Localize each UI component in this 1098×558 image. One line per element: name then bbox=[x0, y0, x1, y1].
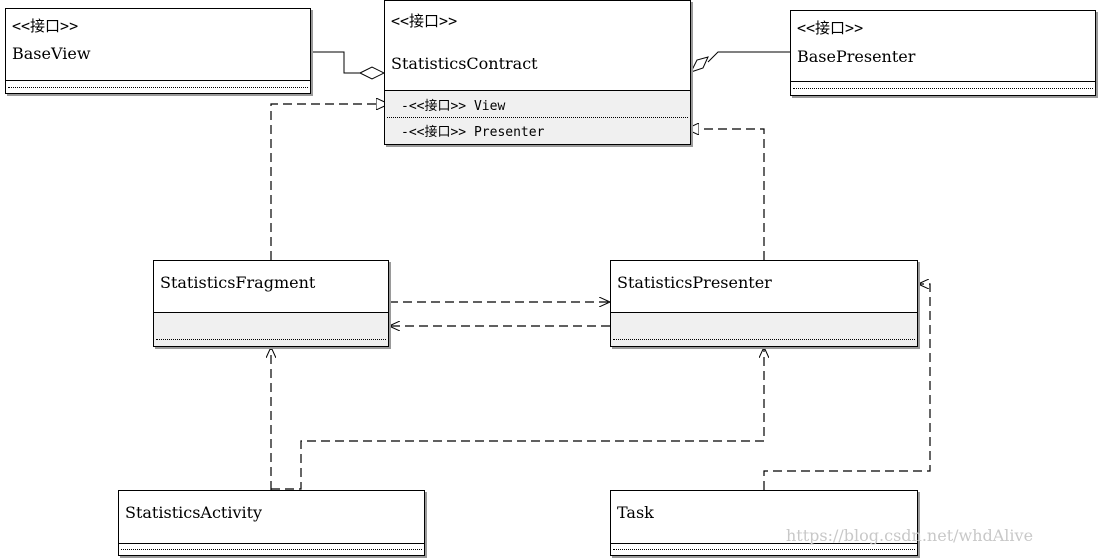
class-statistics-contract[interactable]: <<接口>> StatisticsContract -<<接口>> View -… bbox=[384, 0, 691, 145]
stereotype-label: <<接口>> bbox=[12, 17, 79, 35]
class-name: StatisticsFragment bbox=[160, 273, 316, 292]
members-compartment bbox=[611, 313, 917, 346]
aggregation-basepresenter-contract bbox=[690, 51, 790, 73]
class-statistics-activity[interactable]: StatisticsActivity bbox=[118, 490, 425, 556]
class-name: BasePresenter bbox=[797, 47, 916, 66]
class-name: StatisticsActivity bbox=[125, 503, 263, 522]
member-presenter: -<<接口>> Presenter bbox=[401, 125, 545, 140]
stereotype-label: <<接口>> bbox=[797, 19, 864, 37]
class-name: StatisticsContract bbox=[391, 54, 538, 73]
divider bbox=[611, 312, 917, 313]
class-statistics-fragment[interactable]: StatisticsFragment bbox=[153, 260, 389, 347]
divider bbox=[611, 543, 917, 544]
realization-presenter-to-presenter bbox=[686, 129, 765, 260]
member-view: -<<接口>> View bbox=[401, 99, 506, 114]
divider-dotted bbox=[8, 87, 308, 88]
divider bbox=[6, 80, 310, 81]
divider bbox=[791, 81, 1095, 82]
class-baseview[interactable]: <<接口>> BaseView bbox=[5, 8, 311, 94]
divider-dotted bbox=[121, 549, 422, 550]
class-statistics-presenter[interactable]: StatisticsPresenter bbox=[610, 260, 918, 347]
class-name: Task bbox=[617, 503, 654, 522]
divider-dotted bbox=[613, 549, 915, 550]
watermark: https://blog.csdn.net/whdAlive bbox=[786, 526, 1034, 545]
divider-dotted bbox=[613, 339, 915, 340]
members-compartment: -<<接口>> View -<<接口>> Presenter bbox=[385, 91, 690, 144]
divider bbox=[119, 543, 424, 544]
divider bbox=[154, 312, 388, 313]
class-task[interactable]: Task bbox=[610, 490, 918, 556]
divider-dotted bbox=[793, 88, 1093, 89]
members-compartment bbox=[154, 313, 388, 346]
stereotype-label: <<接口>> bbox=[391, 12, 458, 30]
divider bbox=[385, 90, 690, 91]
realization-fragment-to-view bbox=[270, 104, 389, 260]
class-name: StatisticsPresenter bbox=[617, 273, 772, 292]
divider-dotted bbox=[387, 117, 688, 118]
divider-dotted bbox=[156, 339, 386, 340]
dependency-activity-to-presenter bbox=[271, 347, 764, 490]
class-name: BaseView bbox=[12, 44, 91, 63]
aggregation-baseview-contract bbox=[311, 51, 386, 80]
dependency-task-to-presenter bbox=[763, 284, 931, 490]
class-basepresenter[interactable]: <<接口>> BasePresenter bbox=[790, 10, 1096, 96]
